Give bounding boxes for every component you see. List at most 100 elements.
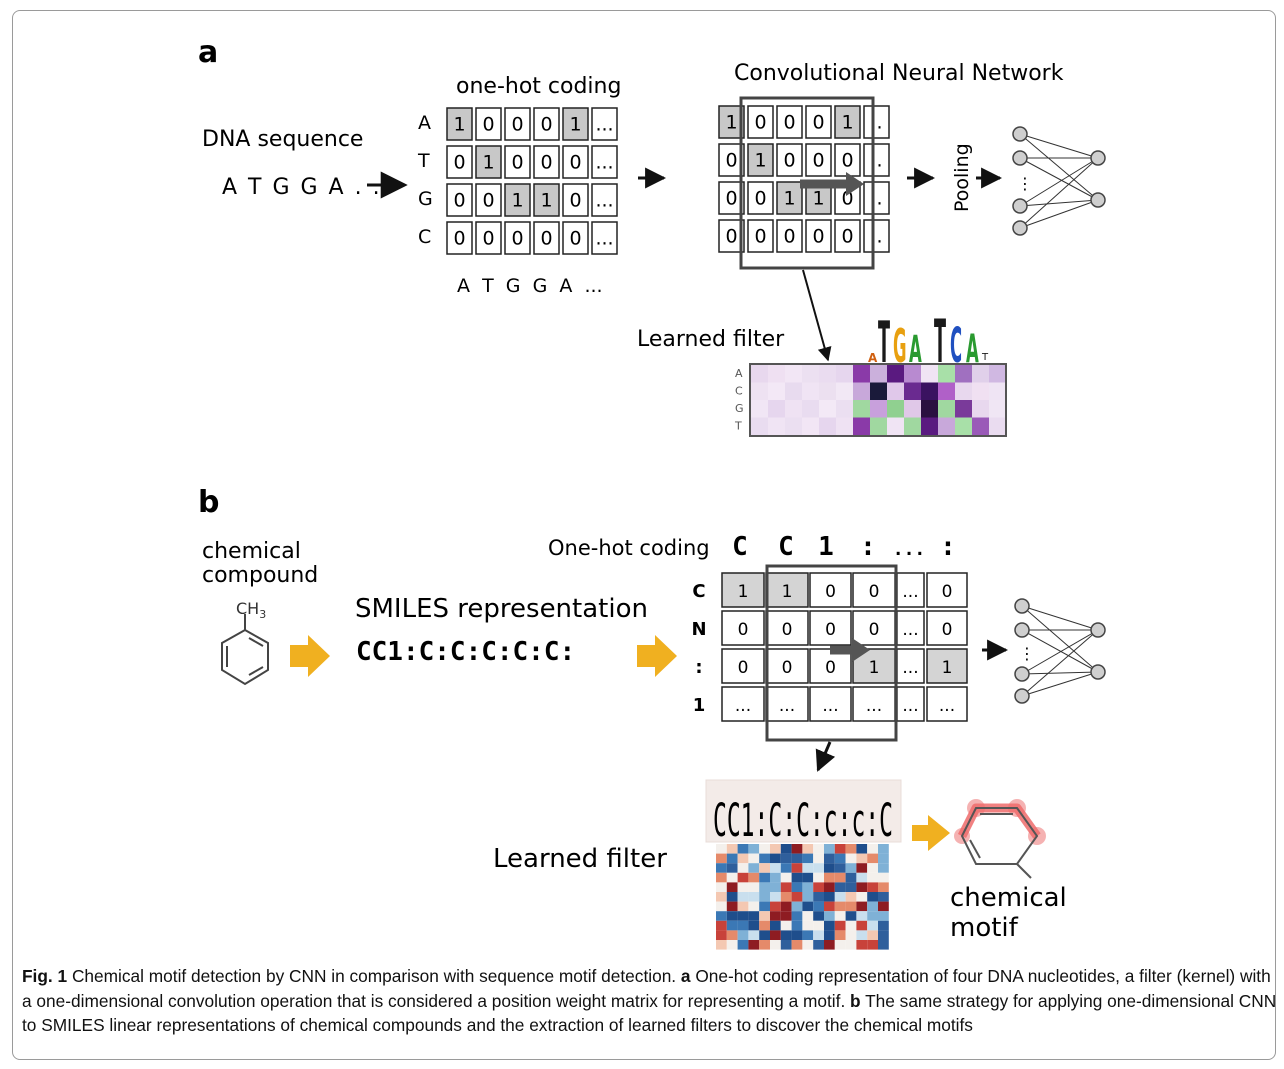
onehot-b-cell (926, 686, 968, 722)
onehot-b-value: ... (939, 696, 955, 716)
heatmap-a-cell (802, 365, 819, 383)
heatmap-b-cell (748, 844, 760, 854)
heatmap-b-cell (878, 892, 889, 902)
heatmap-a-cell (955, 400, 972, 418)
heatmap-b-cell (748, 853, 760, 864)
heatmap-b-cell (845, 844, 857, 854)
onehot-a-value: 0 (511, 114, 523, 136)
heatmap-b-cell (726, 863, 738, 873)
heatmap-b-cell (856, 863, 868, 873)
heatmap-a-cell (921, 400, 938, 418)
heatmap-b-cell (770, 940, 781, 950)
heatmap-a-cell (955, 417, 972, 435)
heatmap-b-cell (845, 882, 857, 892)
heatmap-b-cell (791, 844, 803, 854)
network-edge (1021, 605, 1099, 673)
heatmap-b-cell (726, 853, 738, 864)
heatmap-b-cell (878, 901, 889, 912)
heatmap-b-cell (867, 872, 878, 883)
heatmap-b-cell (824, 853, 835, 864)
heatmap-b-cell (716, 882, 727, 892)
svg-text:A: A (966, 327, 979, 373)
cnn-a-cell (863, 143, 890, 177)
heatmap-b-cell (716, 863, 727, 873)
heatmap-b-cell (867, 911, 878, 921)
onehot-a-cell (591, 107, 618, 141)
heatmap-a-cell (887, 417, 904, 435)
heatmap-b-cell (748, 863, 760, 873)
heatmap-b-cell (759, 882, 770, 892)
filter-row-label-a: T (734, 420, 742, 433)
figure-canvas: a DNA sequence A T G G A . . one-hot cod… (198, 35, 1106, 950)
filter-row-label-a: C (735, 385, 743, 398)
heatmap-b-cell (845, 901, 857, 912)
onehot-a-value: 1 (540, 190, 552, 212)
cnn-a-value: 0 (841, 150, 853, 172)
heatmap-b-cell (824, 930, 835, 940)
filter-smiles: CC1:C:C:c:c:C (713, 796, 893, 848)
neural-network-b: ⋮ (1014, 598, 1106, 704)
onehot-col-labels-a: A T G G A ... (457, 275, 603, 297)
heatmap-a-cell (972, 365, 989, 383)
heatmap-b-cell (802, 901, 814, 912)
cnn-a-cell (805, 143, 832, 177)
heatmap-b-cell (748, 940, 760, 950)
heatmap-b-cell (780, 872, 792, 883)
heatmap-b-cell (824, 901, 835, 912)
heatmap-b-cell (878, 882, 889, 892)
sequence-logo: A T G A T C A T (868, 308, 989, 377)
header-char: 1 (818, 532, 834, 562)
onehot-b-cell (765, 572, 809, 608)
heatmap-b-cell (867, 930, 878, 940)
heatmap-b-cell (759, 920, 770, 931)
heatmap-a-cell (768, 382, 785, 400)
heatmap-b-cell (726, 901, 738, 912)
onehot-b-value: ... (902, 582, 918, 602)
onehot-a-cell (446, 107, 473, 141)
heatmap-b-cell (791, 901, 803, 912)
cnn-a-cell (805, 219, 832, 253)
onehot-a-value: 0 (482, 114, 494, 136)
heatmap-b-cell (716, 901, 727, 912)
cnn-a-value: 1 (754, 150, 766, 172)
cnn-a-value: 1 (725, 112, 737, 134)
cnn-a-value: 0 (783, 112, 795, 134)
network-edge (1019, 157, 1099, 207)
heatmap-b-cell (770, 872, 781, 883)
heatmap-b-cell (834, 901, 846, 912)
onehot-b-value: 0 (942, 582, 953, 602)
row-label-b: N (691, 619, 706, 640)
heatmap-b-cell (716, 844, 727, 854)
pooling-label: Pooling (951, 143, 973, 212)
heatmap-b-cell (791, 872, 803, 883)
heatmap-a-cell (819, 365, 836, 383)
heatmap-b-cell (770, 930, 781, 940)
onehot-b-cell (721, 648, 765, 684)
heatmap-b-cell (802, 882, 814, 892)
heatmap-a-cell (836, 400, 853, 418)
network-node (1012, 220, 1028, 236)
onehot-title-a: one-hot coding (456, 74, 621, 99)
heatmap-b-cell (737, 844, 749, 854)
heatmap-b-cell (726, 882, 738, 892)
cnn-a-cell (776, 105, 803, 139)
onehot-b-cell (852, 572, 896, 608)
heatmap-b-cell (748, 882, 760, 892)
onehot-a-cell (504, 107, 531, 141)
heatmap-b-cell (716, 911, 727, 921)
onehot-b-value: ... (902, 658, 918, 678)
cnn-a-value: 1 (812, 188, 824, 210)
motif-label-line1: chemical (950, 883, 1067, 913)
network-edge (1021, 629, 1099, 697)
heatmap-b-cell (716, 872, 727, 883)
dna-sequence-label: DNA sequence (202, 127, 363, 152)
onehot-a-value: 0 (482, 190, 494, 212)
heatmap-b-cell (737, 920, 749, 931)
svg-text:G: G (893, 321, 907, 374)
network-node (1090, 664, 1106, 680)
convolution-window-b (765, 564, 898, 742)
heatmap-b-cell (737, 901, 749, 912)
